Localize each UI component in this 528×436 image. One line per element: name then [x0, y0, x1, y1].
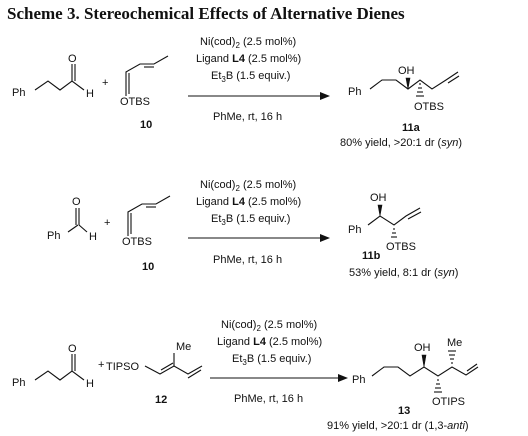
aldehyde-hydrogen-label: H [89, 231, 97, 243]
phenyl-label: Ph [12, 87, 25, 99]
hydroxyl-label: OH [398, 65, 415, 77]
svg-text:Ligand L4 (2.5 mol%): Ligand L4 (2.5 mol%) [196, 196, 301, 208]
otbs-label: OTBS [386, 241, 416, 253]
yield-text-3: 91% yield, >20:1 dr (1,3-anti) [327, 420, 469, 432]
otbs-label: OTBS [414, 101, 444, 113]
phenyl-label: Ph [352, 374, 365, 386]
conditions-3: Ni(cod)2 (2.5 mol%) Ligand L4 (2.5 mol%)… [210, 319, 348, 405]
yield-text-1: 80% yield, >20:1 dr (syn) [340, 137, 462, 149]
carbonyl-oxygen-label: O [68, 53, 77, 65]
solvent-label: PhMe, rt, 16 h [213, 111, 282, 123]
phenyl-label: Ph [12, 377, 25, 389]
substrate-benzaldehyde: Ph O H [47, 196, 97, 243]
svg-text:Et3B (1.5 equiv.): Et3B (1.5 equiv.) [232, 353, 311, 367]
substrate-aldehyde-1: Ph O H [12, 53, 94, 100]
hydroxyl-label: OH [370, 192, 387, 204]
substrate-aldehyde-3: Ph O H [12, 343, 94, 390]
scheme-title: Scheme 3. Stereochemical Effects of Alte… [7, 4, 405, 23]
aldehyde-hydrogen-label: H [86, 88, 94, 100]
solvent-label: PhMe, rt, 16 h [213, 254, 282, 266]
otbs-label: OTBS [122, 236, 152, 248]
plus-sign: + [98, 359, 104, 371]
phenyl-label: Ph [348, 224, 361, 236]
svg-text:Et3B (1.5 equiv.): Et3B (1.5 equiv.) [211, 70, 290, 84]
solvent-label: PhMe, rt, 16 h [234, 393, 303, 405]
plus-sign: + [104, 217, 110, 229]
compound-label-10: 10 [142, 261, 154, 273]
compound-label-11a: 11a [402, 122, 421, 134]
hydroxyl-label: OH [414, 342, 431, 354]
reaction-2: Ph O H + OTBS 10 Ni(cod)2 (2.5 mol%) Lig… [47, 179, 458, 279]
svg-text:Ni(cod)2 (2.5 mol%): Ni(cod)2 (2.5 mol%) [221, 319, 317, 333]
plus-sign: + [102, 77, 108, 89]
otips-label: OTIPS [432, 396, 465, 408]
aldehyde-hydrogen-label: H [86, 378, 94, 390]
diene-12: TIPSO Me [106, 341, 203, 379]
otbs-label: OTBS [120, 96, 150, 108]
diene-10: OTBS [122, 195, 171, 248]
reaction-1: Ph O H + OTBS 10 Ni(cod)2 (2.5 mol%) Lig… [12, 36, 462, 149]
methyl-label: Me [176, 341, 191, 353]
compound-label-13: 13 [398, 405, 410, 417]
product-11a: Ph OH OTBS [348, 65, 460, 113]
compound-label-10: 10 [140, 119, 152, 131]
reaction-3: Ph O H + TIPSO Me 12 Ni(cod)2 (2.5 mol%)… [12, 319, 479, 432]
diene-10: OTBS [120, 55, 169, 108]
svg-text:Ni(cod)2 (2.5 mol%): Ni(cod)2 (2.5 mol%) [200, 36, 296, 50]
conditions-2: Ni(cod)2 (2.5 mol%) Ligand L4 (2.5 mol%)… [188, 179, 330, 266]
product-11b: Ph OH OTBS [348, 192, 422, 253]
yield-text-2: 53% yield, 8:1 dr (syn) [349, 267, 458, 279]
carbonyl-oxygen-label: O [68, 343, 77, 355]
carbonyl-oxygen-label: O [72, 196, 81, 208]
conditions-1: Ni(cod)2 (2.5 mol%) Ligand L4 (2.5 mol%)… [188, 36, 330, 123]
svg-text:Ni(cod)2 (2.5 mol%): Ni(cod)2 (2.5 mol%) [200, 179, 296, 193]
compound-label-11b: 11b [362, 250, 381, 262]
tipso-label: TIPSO [106, 361, 139, 373]
svg-text:Ligand L4 (2.5 mol%): Ligand L4 (2.5 mol%) [196, 53, 301, 65]
svg-text:Et3B (1.5 equiv.): Et3B (1.5 equiv.) [211, 213, 290, 227]
svg-text:Ligand L4 (2.5 mol%): Ligand L4 (2.5 mol%) [217, 336, 322, 348]
phenyl-label: Ph [47, 230, 60, 242]
product-13: Ph OH OTIPS Me [352, 337, 479, 408]
phenyl-label: Ph [348, 86, 361, 98]
compound-label-12: 12 [155, 394, 167, 406]
methyl-label: Me [447, 337, 462, 349]
